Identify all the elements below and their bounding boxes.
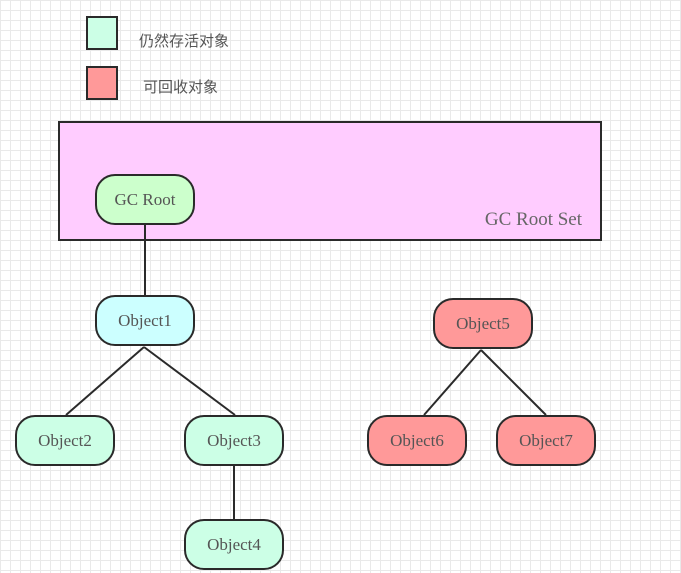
gc-root-set-label: GC Root Set	[484, 209, 582, 230]
object4-node: Object4	[184, 519, 284, 570]
object7-node: Object7	[496, 415, 596, 466]
gc-root-node: GC Root	[95, 174, 195, 225]
object5-node: Object5	[433, 298, 533, 349]
edge-object5-object7	[480, 349, 547, 416]
object2-node: Object2	[15, 415, 115, 466]
legend-collectable-swatch	[86, 66, 118, 100]
legend-alive-swatch	[86, 16, 118, 50]
object3-node: Object3	[184, 415, 284, 466]
edge-object1-object2	[65, 346, 145, 416]
object6-node: Object6	[367, 415, 467, 466]
legend-collectable-label: 可回收对象	[143, 78, 219, 96]
legend-alive-label: 仍然存活对象	[139, 32, 230, 50]
edge-object5-object6	[423, 349, 482, 416]
object1-node: Object1	[95, 295, 195, 346]
edge-object1-object3	[143, 346, 236, 416]
